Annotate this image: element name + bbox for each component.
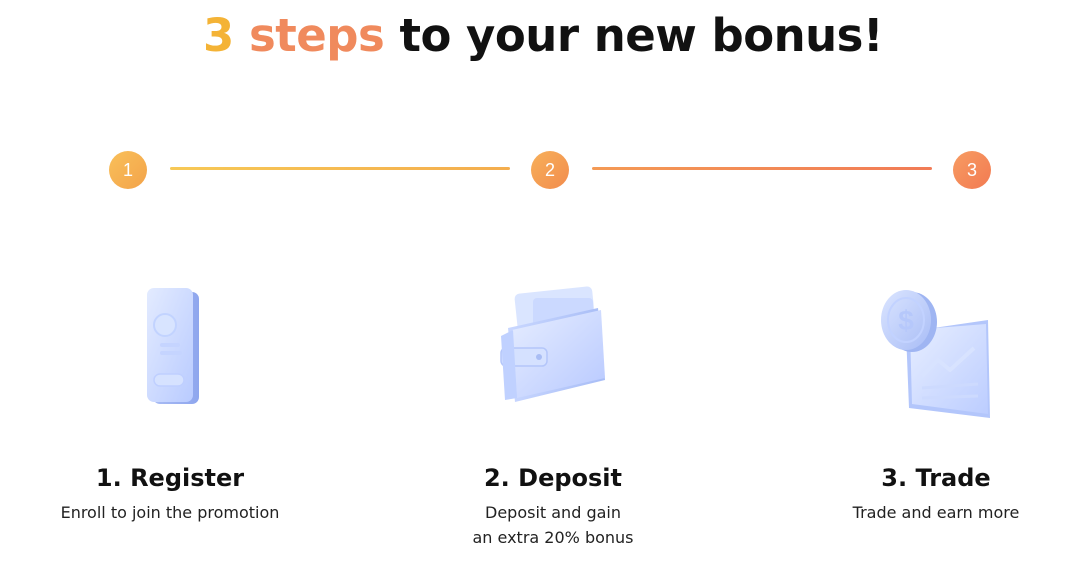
step-trade: $ 3. Trade Trade and earn more	[766, 250, 1086, 525]
step-description: Enroll to join the promotion	[60, 503, 280, 522]
title-steps: steps	[248, 9, 385, 62]
step-title: 2. Deposit	[483, 464, 623, 492]
wallet-icon	[500, 286, 605, 402]
step-register: 1. Register Enroll to join the promotion	[0, 250, 340, 525]
svg-text:$: $	[898, 305, 914, 336]
step-title: 1. Register	[95, 464, 245, 492]
step-badge-2: 2	[531, 151, 569, 189]
dollar-coin-chart-icon: $	[881, 290, 990, 418]
step-badge-1: 1	[109, 151, 147, 189]
step-connector-2	[592, 167, 932, 170]
step-connector-1	[170, 167, 510, 170]
step-badge-3: 3	[953, 151, 991, 189]
step-description: Deposit and gain an extra 20% bonus	[472, 503, 634, 547]
step-deposit: 2. Deposit Deposit and gain an extra 20%…	[383, 250, 723, 550]
title-rest: to your new bonus!	[399, 9, 883, 62]
step-title: 3. Trade	[881, 464, 991, 492]
title-number: 3	[202, 9, 234, 62]
page-title: 3 steps to your new bonus!	[0, 8, 1086, 64]
phone-register-icon	[147, 288, 199, 404]
step-description: Trade and earn more	[852, 503, 1020, 522]
